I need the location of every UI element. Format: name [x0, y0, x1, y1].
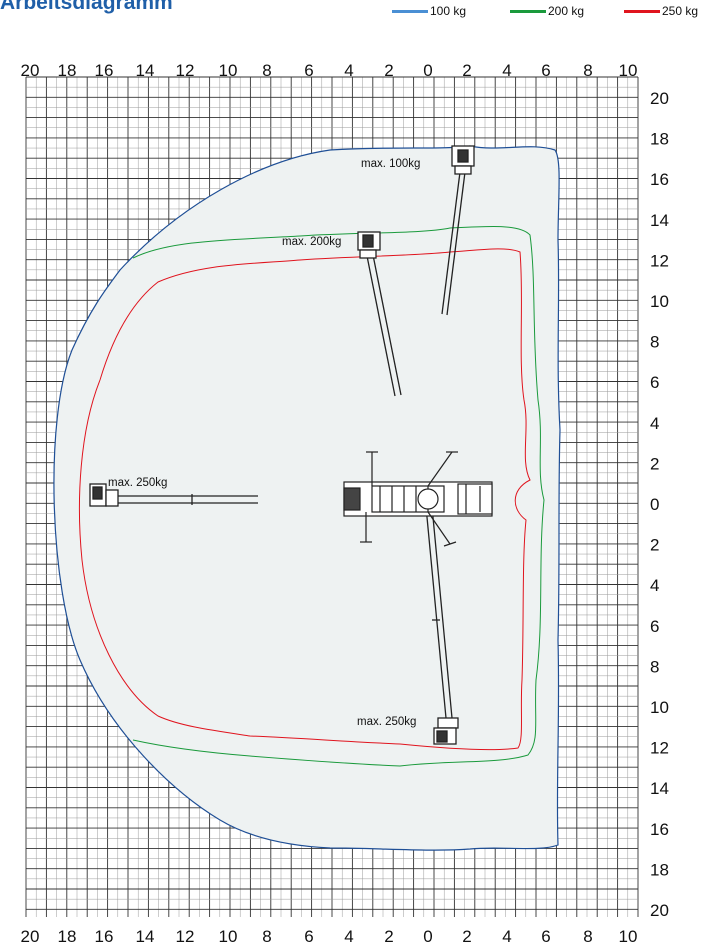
top-tick-label: 16 — [95, 61, 114, 80]
bottom-tick-label: 20 — [21, 927, 40, 946]
bottom-tick-label: 8 — [262, 927, 271, 946]
boom-250kg-horizontal — [89, 483, 258, 507]
bottom-tick-label: 14 — [136, 927, 155, 946]
page-title: Arbeitsdiagramm — [0, 0, 173, 14]
top-tick-label: 20 — [21, 61, 40, 80]
top-tick-label: 18 — [58, 61, 77, 80]
right-tick-label: 14 — [650, 211, 669, 230]
top-tick-label: 8 — [262, 61, 271, 80]
bottom-tick-label: 12 — [176, 927, 195, 946]
truck-chassis — [343, 451, 493, 547]
top-tick-label: 0 — [423, 61, 432, 80]
top-tick-label: 8 — [583, 61, 592, 80]
bottom-tick-label: 0 — [423, 927, 432, 946]
right-tick-label: 20 — [650, 901, 669, 920]
legend-label-250kg: 250 kg — [662, 4, 699, 18]
legend-item-200kg: 200 kg — [510, 4, 584, 24]
annotation-max-200kg: max. 200kg — [282, 236, 341, 248]
right-tick-label: 16 — [650, 820, 669, 839]
right-tick-label: 12 — [650, 739, 669, 758]
legend-label-100kg: 100 kg — [430, 4, 467, 18]
legend: 100 kg 200 kg 250 kg — [392, 4, 714, 24]
right-tick-label: 6 — [650, 617, 659, 636]
right-tick-label: 14 — [650, 779, 669, 798]
top-tick-label: 6 — [541, 61, 550, 80]
right-tick-label: 8 — [650, 657, 659, 676]
legend-item-250kg: 250 kg — [624, 4, 698, 24]
top-tick-label: 12 — [176, 61, 195, 80]
right-tick-label: 18 — [650, 130, 669, 149]
right-tick-label: 2 — [650, 454, 659, 473]
right-tick-label: 16 — [650, 170, 669, 189]
right-tick-label: 18 — [650, 860, 669, 879]
bottom-tick-label: 4 — [502, 927, 511, 946]
top-tick-label: 4 — [344, 61, 353, 80]
legend-swatch-250kg — [624, 10, 660, 14]
top-tick-label: 6 — [304, 61, 313, 80]
right-tick-label: 4 — [650, 576, 659, 595]
right-tick-label: 4 — [650, 414, 659, 433]
right-tick-label: 20 — [650, 89, 669, 108]
right-tick-label: 2 — [650, 536, 659, 555]
right-tick-label: 0 — [650, 495, 659, 514]
bottom-tick-label: 2 — [462, 927, 471, 946]
bottom-tick-label: 2 — [384, 927, 393, 946]
boom-250kg-down — [424, 495, 459, 745]
envelope-200kg — [132, 225, 545, 767]
bottom-tick-label: 8 — [583, 927, 592, 946]
right-tick-label: 12 — [650, 251, 669, 270]
annotation-max-250kg-bottom: max. 250kg — [357, 716, 416, 728]
top-tick-label: 14 — [136, 61, 155, 80]
right-tick-label: 6 — [650, 373, 659, 392]
bottom-tick-label: 18 — [58, 927, 77, 946]
bottom-tick-label: 6 — [304, 927, 313, 946]
top-tick-label: 2 — [462, 61, 471, 80]
bottom-tick-label: 16 — [95, 927, 114, 946]
top-tick-label: 10 — [619, 61, 638, 80]
bottom-tick-label: 4 — [344, 927, 353, 946]
boom-100kg — [441, 145, 475, 316]
legend-swatch-100kg — [392, 10, 428, 14]
bottom-tick-label: 10 — [619, 927, 638, 946]
annotation-max-100kg: max. 100kg — [361, 158, 420, 170]
legend-swatch-200kg — [510, 10, 546, 14]
right-tick-label: 10 — [650, 292, 669, 311]
top-tick-label: 2 — [384, 61, 393, 80]
bottom-tick-label: 6 — [541, 927, 550, 946]
legend-item-100kg: 100 kg — [392, 4, 466, 24]
bottom-tick-label: 10 — [219, 927, 238, 946]
legend-label-200kg: 200 kg — [548, 4, 585, 18]
right-tick-label: 10 — [650, 698, 669, 717]
annotation-max-250kg-left: max. 250kg — [108, 477, 167, 489]
boom-200kg — [357, 231, 402, 397]
top-tick-label: 10 — [219, 61, 238, 80]
right-tick-label: 8 — [650, 333, 659, 352]
top-tick-label: 4 — [502, 61, 511, 80]
